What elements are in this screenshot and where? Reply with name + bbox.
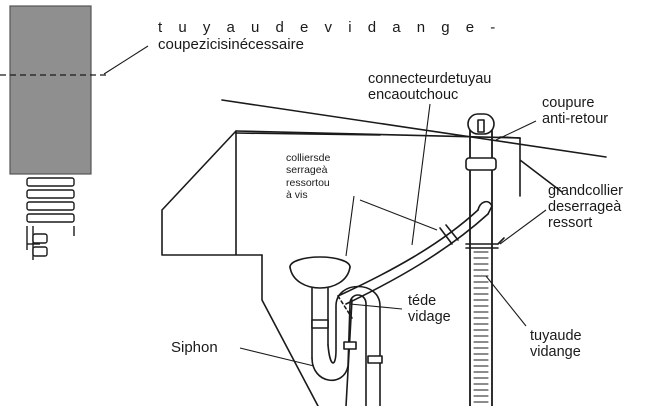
label-drain-hose-cut: t u y a u d e v i d a n g e - coupezicis…	[158, 19, 502, 54]
label-drain-hose: tuyaude vidange	[530, 328, 582, 360]
label-rubber-connector-line1: connecteurdetuyau	[368, 71, 492, 87]
standpipe-cap	[467, 113, 495, 135]
label-drain-hose-line2: vidange	[530, 344, 581, 361]
label-large-clamp-line2: deserrageà	[548, 199, 622, 216]
label-clamps-line4: à vis	[286, 189, 308, 202]
cabinet-inner	[235, 132, 521, 139]
branch-hose-end	[477, 200, 493, 215]
large-clamp	[465, 237, 505, 249]
leader-anti-siphon	[495, 120, 537, 141]
leader-clamps-2	[359, 199, 438, 231]
sink-installation	[161, 99, 607, 406]
hose-stub	[26, 226, 75, 260]
cabinet-outline	[161, 130, 563, 256]
leader-large-clamp	[499, 209, 547, 245]
label-anti-siphon: coupure anti-retour	[542, 95, 608, 127]
label-anti-siphon-line2: anti-retour	[542, 111, 609, 128]
standpipe-slot	[477, 119, 485, 133]
label-rubber-connector-line2: encaoutchouc	[368, 87, 459, 104]
trap-clamp-3	[367, 355, 383, 364]
label-drain-tee: téde vidage	[408, 293, 451, 325]
label-siphon-text: Siphon	[171, 339, 218, 356]
label-clamps-line1: colliersde	[286, 152, 331, 164]
leader-tee	[349, 303, 403, 310]
trap-clamp-2	[343, 341, 357, 350]
drain-branch-hose	[337, 209, 489, 305]
tee-dashes	[337, 295, 353, 319]
label-large-clamp-line1: grandcollier	[548, 183, 623, 199]
label-drain-hose-line1: tuyaude	[530, 328, 582, 344]
leader-siphon	[239, 347, 315, 367]
label-tee-line1: téde	[408, 293, 437, 309]
hose-top-body	[9, 5, 92, 175]
label-spring-or-screw-clamps: colliersde serrageà ressortou à vis	[286, 152, 330, 202]
leader-lines	[239, 103, 547, 367]
label-clamps-line3: ressortou	[286, 176, 330, 189]
label-drain-hose-cut-line1: t u y a u d e v i d a n g e -	[158, 19, 502, 36]
sink-bowl-side	[289, 266, 351, 289]
label-clamps-line2: serrageà	[286, 164, 328, 177]
hose-cut-illustration	[0, 5, 149, 260]
wall-line	[221, 99, 607, 158]
trap-clamp-1	[311, 319, 329, 329]
label-large-clamp-line3: ressort	[548, 215, 593, 232]
leader-clamps	[345, 195, 355, 257]
cut-pointer	[103, 45, 149, 75]
standpipe-ring	[465, 157, 497, 171]
label-siphon: Siphon	[171, 339, 218, 357]
label-rubber-connector: connecteurdetuyau encaoutchouc	[368, 71, 491, 103]
label-anti-siphon-line1: coupure	[542, 95, 595, 111]
hose-corrugation	[26, 177, 75, 223]
standpipe-body	[469, 124, 493, 406]
label-tee-line2: vidage	[408, 309, 451, 326]
corrugated-hose	[473, 251, 489, 403]
branch-clamp	[439, 224, 459, 245]
label-large-spring-clamp: grandcollier deserrageà ressort	[548, 183, 623, 232]
label-drain-hose-cut-line2: coupezicisinécessaire	[158, 35, 304, 53]
leader-drain-hose	[485, 275, 527, 327]
p-trap	[311, 285, 381, 406]
